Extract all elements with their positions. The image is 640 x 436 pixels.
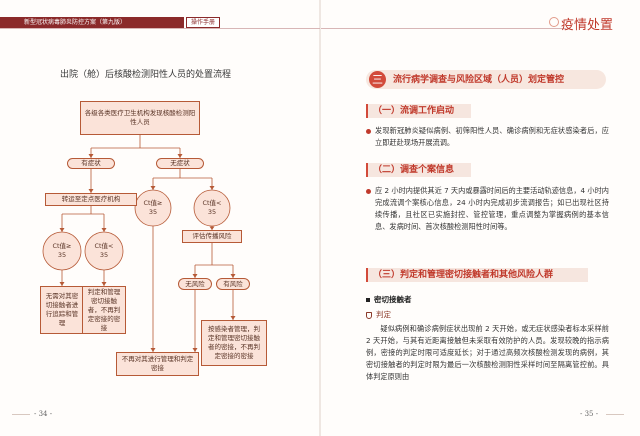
subheading-2: （二）调查个案信息 — [366, 163, 471, 177]
left-page-number: - 34 - — [34, 410, 53, 418]
left-header-bar: 新型冠状病毒肺炎防控方案（第九版） — [0, 17, 184, 28]
right-header-title: 疫情处置 — [561, 18, 614, 33]
shield-icon — [366, 311, 372, 319]
flowchart-title: 出院（舱）后核酸检测阳性人员的处置流程 — [60, 70, 232, 80]
header-emblem-icon — [549, 17, 559, 27]
flow-ct-lt35-a: Ct值<35 — [94, 242, 114, 259]
flow-ct-lt35-b: Ct值<35 — [202, 199, 222, 216]
flow-no-more-track: 不再对其进行管理和判定密接 — [116, 352, 199, 376]
close-contact-bullet-icon — [366, 298, 370, 302]
flow-ct-ge35-a: Ct值≥35 — [52, 242, 72, 259]
flow-has-risk: 有风险 — [216, 278, 250, 290]
section-number: 三 — [369, 71, 386, 88]
right-page-number: - 35 - — [580, 410, 599, 418]
paragraph-3: 疑似病例和确诊病例症状出现前 2 天开始，或无症状感染者标本采样前 2 天开始，… — [366, 324, 609, 381]
flow-assess-risk: 评估传播风险 — [182, 230, 242, 243]
flow-start-box: 各级各类医疗卫生机构发现核酸检测阳性人员 — [80, 101, 200, 135]
flow-ct-ge35-b: Ct值≥35 — [143, 199, 163, 216]
left-footer-rule-l — [12, 414, 30, 415]
subheading-3: （三）判定和管理密切接触者和其他风险人群 — [366, 268, 588, 282]
judge-text: 判定 — [376, 310, 391, 319]
subheading-1: （一）流调工作启动 — [366, 104, 471, 118]
flow-transfer-box: 转运至定点医疗机构 — [45, 193, 137, 206]
flow-track-manage: 按感染者管理，判定和管理密切接触者的密接，不再判定密接的密接 — [201, 320, 267, 366]
flow-no-symptom: 无症状 — [156, 158, 204, 169]
right-footer-rule — [606, 414, 624, 415]
page-gutter — [319, 0, 321, 436]
flow-has-symptom: 有症状 — [67, 158, 115, 169]
section-title: 流行病学调查与风险区域（人员）划定管控 — [393, 75, 565, 85]
right-header-rule — [321, 28, 566, 29]
flowchart-connectors — [42, 135, 236, 352]
left-header-rule — [0, 28, 320, 29]
paragraph-1-text: 发现新冠肺炎疑似病例、初筛阳性人员、确诊病例和无症状感染者后，应立即赶赴现场开展… — [366, 125, 609, 149]
paragraph-1: 发现新冠肺炎疑似病例、初筛阳性人员、确诊病例和无症状感染者后，应立即赶赴现场开展… — [366, 125, 609, 149]
flow-no-risk: 无风险 — [178, 278, 212, 290]
section-heading-bar — [366, 70, 606, 89]
judge-label: 判定 — [366, 309, 391, 320]
paragraph-2-text: 应 2 小时内提供其近 7 天内或暴露时间后的主要活动轨迹信息，4 小时内完成流… — [366, 185, 609, 233]
left-header-tag: 操作手册 — [186, 17, 221, 28]
close-contact-text: 密切接触者 — [374, 295, 412, 304]
close-contact-label: 密切接触者 — [366, 294, 412, 305]
flow-judge-close: 判定和管理密切接触者，不再判定密接的密接 — [82, 286, 126, 334]
flow-no-close-track: 无需对其密切接触者进行追踪和管理 — [40, 286, 84, 334]
paragraph-2: 应 2 小时内提供其近 7 天内或暴露时间后的主要活动轨迹信息，4 小时内完成流… — [366, 185, 609, 233]
